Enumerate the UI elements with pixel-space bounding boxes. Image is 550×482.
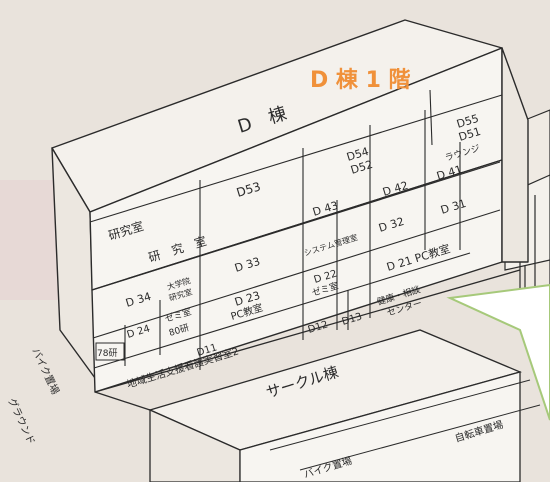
room-dividers: [89, 89, 503, 370]
d-building: [51, 19, 529, 393]
room-d51: D51: [457, 125, 482, 144]
d-building-right-face: [501, 47, 529, 263]
lower-strip: [269, 379, 541, 471]
faint-bg-block: [0, 180, 60, 300]
room-d52: D52: [349, 158, 374, 177]
room-d54: D54: [345, 145, 370, 164]
room-78lab-box: [95, 342, 125, 361]
floor-title: D 棟 1 階: [310, 67, 411, 93]
circle-building: [94, 269, 522, 482]
room-d53: D53: [235, 179, 263, 200]
callout: [446, 283, 550, 421]
room-78lab: 78研: [97, 348, 117, 359]
room-d55: D55: [455, 112, 480, 131]
